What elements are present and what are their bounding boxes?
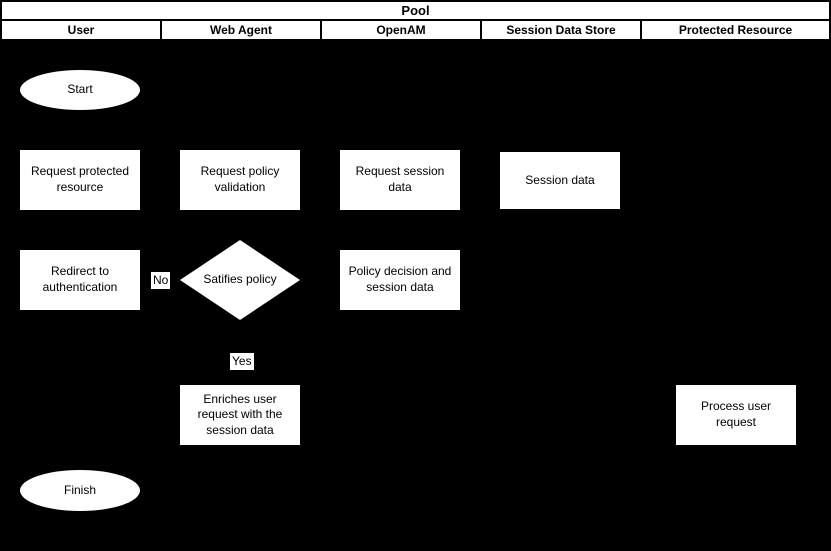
start-node-label: Start bbox=[67, 82, 93, 97]
start-node: Start bbox=[20, 70, 140, 110]
node-process-user-request: Process user request bbox=[676, 385, 796, 445]
edge-label-no: No bbox=[151, 272, 171, 289]
node-label: Policy decision and session data bbox=[348, 264, 452, 294]
node-enriches-user-request: Enriches user request with the session d… bbox=[180, 385, 300, 445]
finish-node-label: Finish bbox=[63, 482, 96, 497]
node-label: Request policy validation bbox=[200, 164, 280, 194]
lane-header-protected-resource: Protected Resource bbox=[678, 23, 793, 37]
node-request-protected-resource: Request protected resource bbox=[20, 150, 140, 210]
node-label: Process user request bbox=[700, 399, 772, 429]
lane-header-user: User bbox=[2, 21, 162, 39]
lane-header-session-data-store: Session Data Store bbox=[482, 21, 642, 39]
node-policy-decision-and-session-data: Policy decision and session data bbox=[340, 250, 460, 310]
node-session-data: Session data bbox=[500, 152, 620, 209]
lane-header-web-agent: Web Agent bbox=[162, 21, 322, 39]
node-label: Satifies policy bbox=[203, 272, 277, 287]
pool-title: Pool bbox=[2, 2, 829, 21]
node-label: Enriches user request with the session d… bbox=[197, 391, 283, 437]
edge-label-yes: Yes bbox=[230, 353, 254, 370]
finish-node: Finish bbox=[20, 470, 140, 511]
node-label: Redirect to authentication bbox=[42, 264, 118, 294]
node-request-policy-validation: Request policy validation bbox=[180, 150, 300, 210]
node-label: Session data bbox=[525, 172, 595, 187]
node-redirect-to-authentication: Redirect to authentication bbox=[20, 250, 140, 310]
pool-header: Pool User Web Agent OpenAM Session Data … bbox=[0, 0, 831, 41]
lane-header-openam: OpenAM bbox=[322, 21, 482, 39]
lane-header-row: User Web Agent OpenAM Session Data Store… bbox=[2, 21, 829, 39]
node-label: Request protected resource bbox=[30, 164, 130, 194]
node-request-session-data: Request session data bbox=[340, 150, 460, 210]
decision-node-satisfies-policy: Satifies policy bbox=[180, 240, 300, 320]
node-label: Request session data bbox=[355, 164, 445, 194]
